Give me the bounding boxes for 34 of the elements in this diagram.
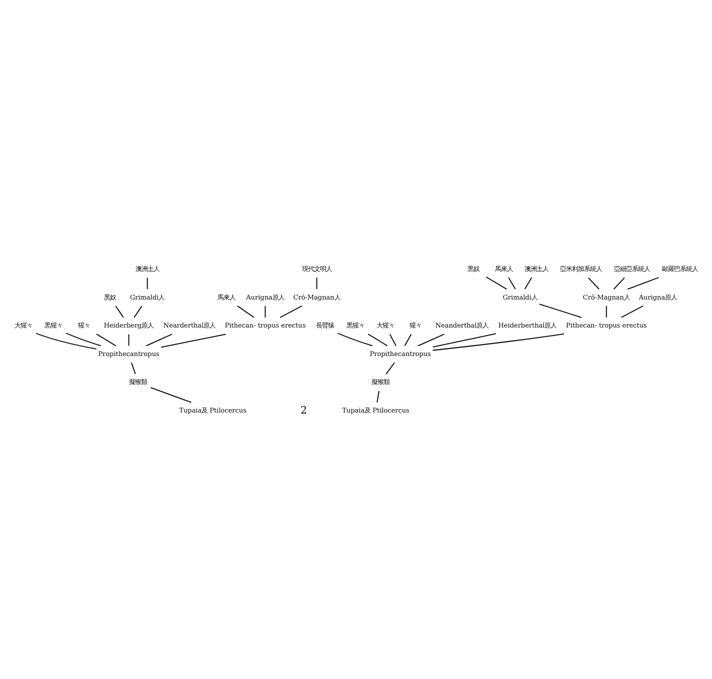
connector (368, 333, 388, 346)
connector (508, 276, 516, 289)
connector (134, 305, 142, 318)
connector (146, 277, 148, 289)
connector (621, 304, 644, 318)
connector (389, 334, 396, 346)
connector (386, 362, 395, 374)
connector (404, 334, 412, 346)
connector (316, 277, 318, 289)
connector (131, 362, 136, 374)
connector (96, 333, 116, 346)
connector (36, 332, 96, 349)
connector (432, 332, 564, 350)
connector (161, 333, 226, 348)
connector (150, 386, 192, 402)
connector (627, 276, 659, 290)
connector (376, 390, 380, 402)
connector (280, 304, 302, 318)
connector (237, 304, 254, 318)
connector (588, 276, 600, 289)
connector (337, 332, 372, 346)
connector (613, 276, 625, 289)
connector (146, 333, 172, 346)
connector (432, 332, 496, 348)
connector (524, 276, 532, 289)
connector (66, 332, 101, 346)
connector (264, 306, 266, 317)
connector (115, 305, 124, 318)
connector (486, 276, 507, 290)
label: 2 (300, 404, 308, 416)
connector (418, 333, 444, 346)
connector (128, 334, 130, 346)
connector (606, 306, 607, 317)
connector (539, 303, 582, 318)
